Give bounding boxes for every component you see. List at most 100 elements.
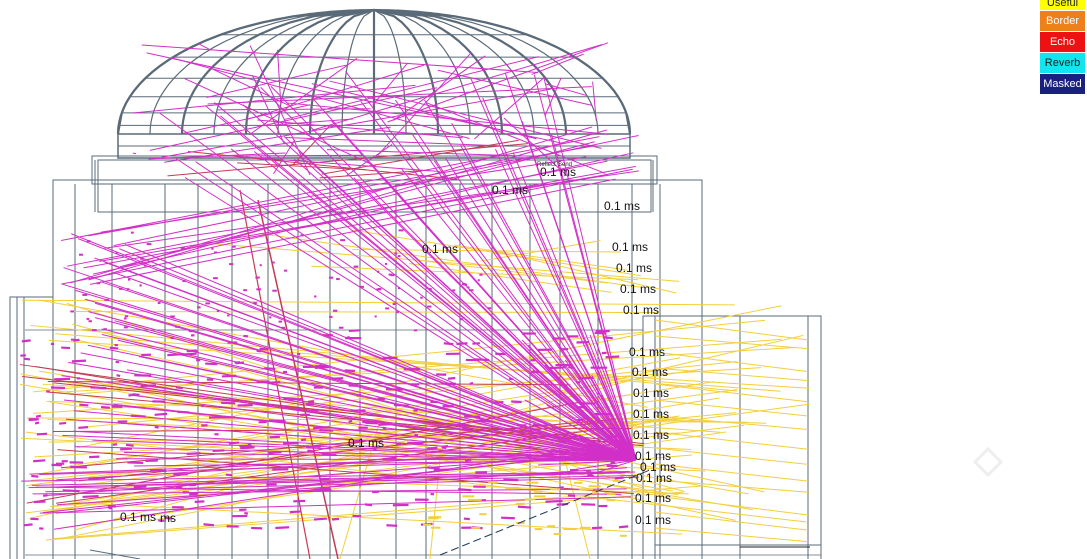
reflection-hit-marker [82,494,99,499]
reflection-hit-marker [610,461,616,465]
reflection-ray [45,476,639,493]
useful-ray [423,260,608,284]
time-label-bottom-left: 0.1 ms [120,510,156,524]
reflection-ray [113,403,637,461]
dome-reflection-ray [146,52,564,144]
dome-meridian [277,9,375,135]
useful-ray-zigzag [654,367,809,382]
main-hall-outline [52,179,703,559]
dome-reflection-ray [274,118,353,126]
dome-meridian [373,9,471,135]
reflection-ray [134,386,637,461]
time-label-top-a: 0.1 ms [540,165,576,179]
reflection-ray [99,174,608,262]
time-label-r4: 0.1 ms [623,303,659,317]
reflection-hit-marker [125,443,134,447]
dome-reflection-ray [132,84,416,114]
legend-item-useful[interactable]: Useful [1040,0,1085,10]
reflection-ray [345,71,637,461]
reflection-ray [101,156,587,233]
reflection-hit-marker [212,449,225,453]
reflection-ray [383,177,637,461]
reflection-hit-marker [464,458,472,462]
reflection-ray [601,329,637,461]
reflection-hit-marker [447,376,456,380]
reflection-hit-marker [545,499,563,503]
reflection-ray [61,136,600,241]
reflection-hit-marker [348,329,361,333]
legend-item-masked[interactable]: Masked [1040,74,1085,94]
legend-item-reverb[interactable]: Reverb [1040,53,1085,73]
reflection-ray [360,100,637,461]
dome-meridian [373,8,504,135]
reflection-ray [138,356,637,461]
section-guide-line [439,469,651,556]
reflection-ray [353,177,637,461]
drum-inner [97,159,652,213]
reflection-ray [551,444,637,461]
dome-reflection-ray [544,77,562,116]
reflection-ray [54,440,630,530]
time-label-left-mid: 0.1 ms [348,436,384,450]
reflection-hit-marker [427,466,440,470]
reflection-hit-marker [331,517,340,521]
reflection-hit-marker [313,426,330,430]
dome-meridian [244,8,375,135]
legend-item-border[interactable]: Border [1040,11,1085,31]
time-label-r13: 0.1 ms [635,491,671,505]
reflection-ray [230,148,637,461]
time-label-r5: 0.1 ms [629,345,665,359]
reflection-hit-marker [311,408,319,412]
dome-reflection-ray [245,64,425,121]
reflection-hit-marker [259,347,269,351]
legend-item-echo[interactable]: Echo [1040,32,1085,52]
reflection-ray [75,446,637,461]
reflection-hit-marker [578,376,594,380]
reflection-hit-marker [557,486,564,490]
diamond-nav-icon[interactable] [972,446,1004,478]
reflection-hit-marker [443,342,454,346]
useful-ray [45,491,684,541]
echo-ray [57,449,634,495]
reflection-hit-marker [441,444,449,448]
dome-reflection-ray [425,101,606,174]
reflection-ray [42,450,628,513]
reflection-ray [542,75,637,461]
useful-ray [454,244,628,271]
reflection-ray [572,459,637,471]
reflection-hit-marker [602,336,613,340]
reflection-hit-marker [132,393,140,396]
reflection-ray [113,134,639,247]
dome-reflection-ray [277,49,282,104]
reflection-ray [134,459,637,467]
reflection-hit-marker [594,331,607,335]
reflection-hit-marker [221,374,237,378]
reflection-ray [117,339,637,461]
time-label-r11: 0.1 ms [640,460,676,474]
reflection-ray [104,261,637,461]
tiny-label-reflect: Reflect [537,162,556,168]
useful-ray [55,333,781,392]
reflection-hit-marker [244,511,249,515]
useful-ray [258,232,643,288]
reflection-ray [88,129,607,281]
reflection-hit-marker [164,516,173,520]
time-label-r14: 0.1 ms [635,513,671,527]
reflection-hit-marker [154,412,168,416]
reflection-ray [587,419,637,461]
time-labels: Reflect Send 0.1 ms 0.1 ms 0.1 ms 0.1 ms… [120,162,676,527]
dome-meridian [116,8,375,135]
reflection-hit-marker [221,401,236,405]
dome-meridian [373,9,535,135]
time-label-r8: 0.1 ms [633,407,669,421]
dome-reflection-ray [377,52,472,156]
dome-reflection-ray [164,126,391,163]
reflection-ray [119,248,637,461]
reflection-hit-marker [550,471,563,475]
reflection-ray [557,379,637,461]
useful-ray [69,310,659,313]
useful-ray [48,339,810,389]
useful-ray-zigzag [654,479,809,493]
